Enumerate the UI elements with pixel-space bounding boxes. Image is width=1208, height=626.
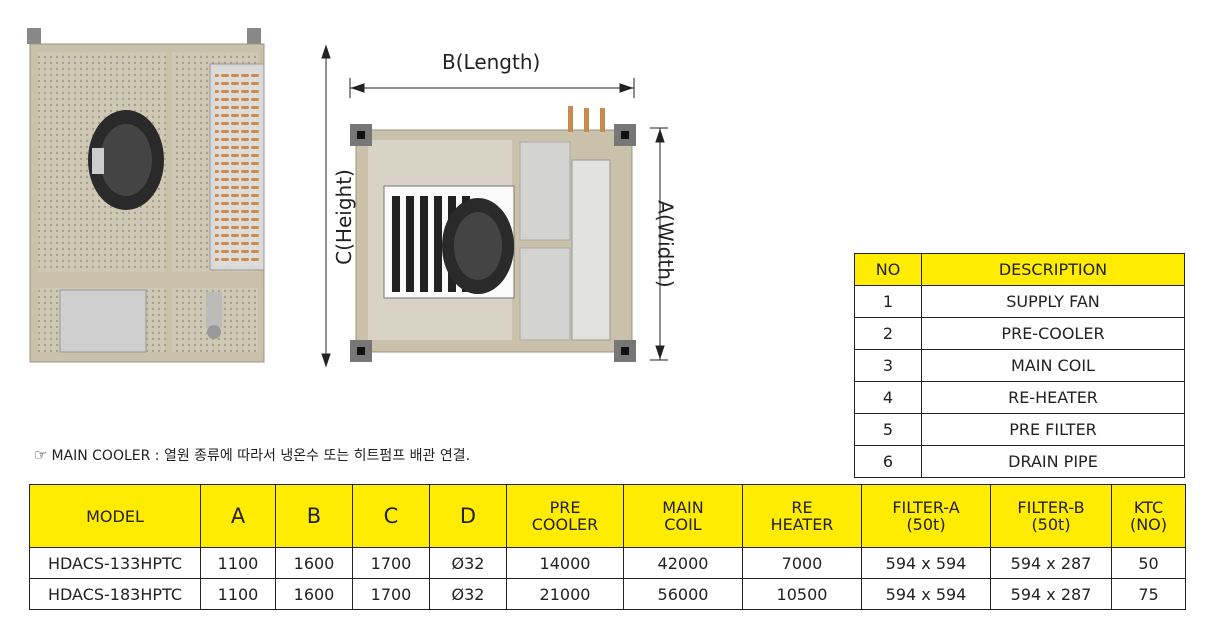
cell-model: HDACS-133HPTC (29, 547, 201, 579)
cell-filter-b: 594 x 287 (990, 578, 1112, 610)
item-no: 6 (854, 445, 922, 478)
item-description: SUPPLY FAN (921, 285, 1185, 318)
col-header-ktc: KTC(NO) (1111, 484, 1186, 548)
header-line: (50t) (906, 515, 946, 534)
col-header-filter-a: FILTER-A(50t) (861, 484, 991, 548)
header-line: HEATER (770, 515, 834, 534)
width-label: A(Width) (653, 200, 678, 288)
col-header-b: B (275, 484, 353, 548)
col-header-a: A (200, 484, 276, 548)
cell-ktc: 50 (1111, 547, 1186, 579)
header-line: FILTER-B (1017, 498, 1085, 517)
cell-a: 1100 (200, 578, 276, 610)
header-line: (50t) (1031, 515, 1071, 534)
item-description: MAIN COIL (921, 349, 1185, 382)
table-row: 1 SUPPLY FAN (854, 285, 1185, 318)
cell-re-heater: 7000 (742, 547, 862, 579)
main-cooler-note: ☞MAIN COOLER : 열원 종류에 따라서 냉온수 또는 히트펌프 배관… (34, 445, 470, 465)
description-table: NO DESCRIPTION 1 SUPPLY FAN 2 PRE-COOLER… (854, 253, 1185, 478)
item-no: 2 (854, 317, 922, 350)
col-header-c: C (352, 484, 430, 548)
cell-d: Ø32 (429, 578, 507, 610)
col-header-d: D (429, 484, 507, 548)
description-header-row: NO DESCRIPTION (854, 253, 1185, 286)
header-line: B (306, 503, 322, 528)
table-row: 6 DRAIN PIPE (854, 445, 1185, 478)
cell-a: 1100 (200, 547, 276, 579)
header-line: MODEL (86, 506, 144, 526)
col-header-model: MODEL (29, 484, 201, 548)
header-line: PRE (549, 498, 581, 517)
item-description: RE-HEATER (921, 381, 1185, 414)
cell-b: 1600 (275, 578, 353, 610)
width-dimension-arrow (650, 127, 668, 361)
cell-main-coil: 56000 (623, 578, 743, 610)
item-no: 4 (854, 381, 922, 414)
header-line: A (230, 503, 246, 528)
hand-pointer-icon: ☞ (34, 446, 48, 464)
header-line: COIL (664, 515, 702, 534)
front-view (27, 28, 265, 363)
cell-re-heater: 10500 (742, 578, 862, 610)
cell-filter-b: 594 x 287 (990, 547, 1112, 579)
length-dimension-arrow (349, 78, 635, 98)
cell-d: Ø32 (429, 547, 507, 579)
top-view (350, 106, 636, 362)
cell-pre-cooler: 21000 (506, 578, 624, 610)
height-label: C(Height) (331, 169, 356, 265)
note-text: MAIN COOLER : 열원 종류에 따라서 냉온수 또는 히트펌프 배관 … (51, 448, 471, 464)
item-no: 5 (854, 413, 922, 446)
table-row: 5 PRE FILTER (854, 413, 1185, 446)
cell-ktc: 75 (1111, 578, 1186, 610)
cell-model: HDACS-183HPTC (29, 578, 201, 610)
item-description: PRE-COOLER (921, 317, 1185, 350)
col-header-description: DESCRIPTION (921, 253, 1185, 286)
table-row: 4 RE-HEATER (854, 381, 1185, 414)
cell-b: 1600 (275, 547, 353, 579)
cell-filter-a: 594 x 594 (861, 578, 991, 610)
cell-filter-a: 594 x 594 (861, 547, 991, 579)
header-line: FILTER-A (892, 498, 960, 517)
height-dimension-arrow (321, 44, 331, 368)
length-label: B(Length) (442, 50, 541, 74)
header-line: (NO) (1129, 515, 1168, 534)
item-description: DRAIN PIPE (921, 445, 1185, 478)
cell-c: 1700 (352, 547, 430, 579)
unit-technical-drawing (27, 28, 668, 368)
table-row: HDACS-133HPTC 1100 1600 1700 Ø32 14000 4… (29, 547, 1186, 579)
header-line: C (383, 503, 399, 528)
cell-main-coil: 42000 (623, 547, 743, 579)
table-row: 3 MAIN COIL (854, 349, 1185, 382)
cell-c: 1700 (352, 578, 430, 610)
header-line: COOLER (531, 515, 599, 534)
table-row: 2 PRE-COOLER (854, 317, 1185, 350)
cell-pre-cooler: 14000 (506, 547, 624, 579)
header-line: MAIN (662, 498, 704, 517)
header-line: KTC (1133, 498, 1164, 517)
header-line: D (459, 503, 477, 528)
item-no: 3 (854, 349, 922, 382)
item-no: 1 (854, 285, 922, 318)
col-header-filter-b: FILTER-B(50t) (990, 484, 1112, 548)
table-row: HDACS-183HPTC 1100 1600 1700 Ø32 21000 5… (29, 578, 1186, 610)
col-header-no: NO (854, 253, 922, 286)
item-description: PRE FILTER (921, 413, 1185, 446)
header-line: RE (791, 498, 813, 517)
